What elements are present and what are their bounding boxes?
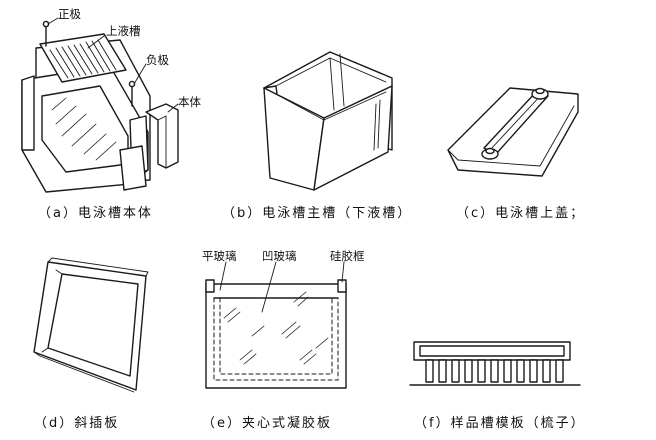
caption-c: （c）电泳槽上盖； <box>456 206 586 221</box>
panel-e-gel-plate-drawing <box>205 261 347 389</box>
panel-c-lid-drawing <box>447 87 579 177</box>
panel-f-comb-drawing <box>409 341 581 386</box>
panel-b-main-tank-drawing <box>263 51 393 191</box>
panel-d-slanted-plate-drawing <box>33 257 149 393</box>
caption-f: （f）样品槽模板（梳子） <box>414 416 586 431</box>
caption-a: （a）电泳槽本体 <box>38 206 153 221</box>
callout-negative-electrode: 负极 <box>146 53 169 67</box>
callout-notched-glass: 凹玻璃 <box>262 249 297 263</box>
caption-d: （d）斜插板 <box>34 416 120 431</box>
callout-upper-tank: 上液槽 <box>106 24 141 38</box>
comb-teeth <box>425 359 564 383</box>
panel-a-tank-body-drawing <box>21 17 179 193</box>
callout-silicone-frame: 硅胶框 <box>330 249 365 263</box>
callout-flat-glass: 平玻璃 <box>202 249 237 263</box>
callout-body: 本体 <box>178 95 201 109</box>
caption-e: （e）夹心式凝胶板 <box>202 416 332 431</box>
caption-b: （b）电泳槽主槽（下液槽） <box>222 206 413 221</box>
callout-positive-electrode: 正极 <box>58 7 81 21</box>
